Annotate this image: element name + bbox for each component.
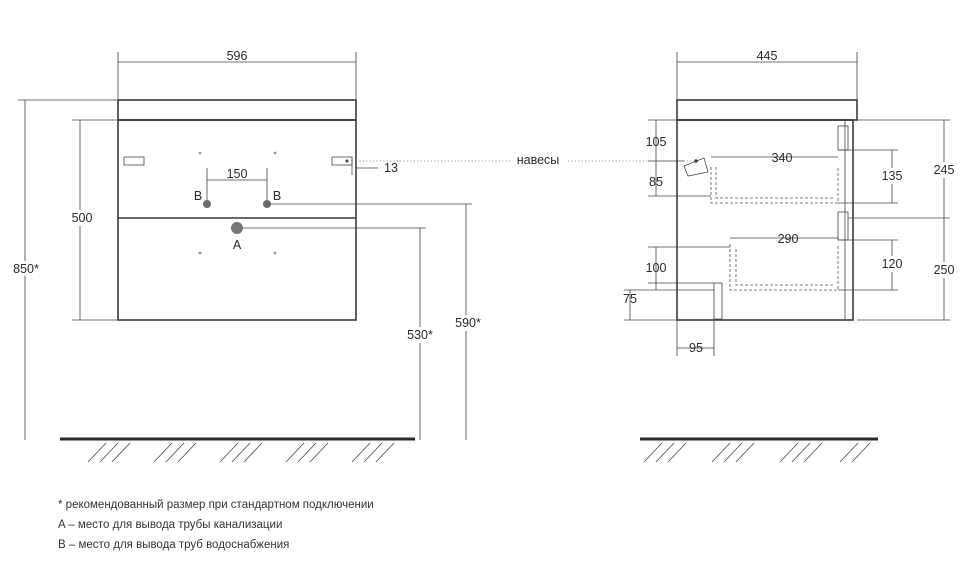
hinge-left-icon <box>123 156 145 166</box>
legend-note-asterisk: * рекомендованный размер при стандартном… <box>58 499 374 511</box>
lower-drawer-outline <box>729 244 839 291</box>
dim-100-label: 100 <box>646 261 667 275</box>
dim-body-height-label: 500 <box>72 211 93 225</box>
dim-width-label: 596 <box>227 49 248 63</box>
dim-85-label: 85 <box>649 175 663 189</box>
front-view: 596 850* 500 13 150 B B A <box>10 49 484 463</box>
side-cabinet-body <box>676 119 854 321</box>
side-view: 445 340 290 105 85 100 75 <box>623 49 960 463</box>
legend-note-a: A – место для вывода трубы канализации <box>58 519 283 531</box>
hinge-right-icon <box>331 156 353 166</box>
dim-total-height-label: 850* <box>13 262 39 276</box>
label-a: A <box>233 238 242 252</box>
dim-95-label: 95 <box>689 341 703 355</box>
front-floor-hatch <box>87 442 395 463</box>
dim-290-label: 290 <box>778 232 799 246</box>
dim-depth-label: 445 <box>757 49 778 63</box>
dim-245-label: 245 <box>934 163 955 177</box>
dim-hinge-offset-label: 13 <box>384 161 398 175</box>
dim-b-height-label: 590* <box>455 316 481 330</box>
front-countertop <box>117 99 357 121</box>
front-cabinet-body <box>117 119 357 321</box>
dim-250-label: 250 <box>934 263 955 277</box>
dim-pipe-spacing-label: 150 <box>227 167 248 181</box>
drain-outlet <box>231 222 243 234</box>
dim-135-label: 135 <box>882 169 903 183</box>
water-outlet-left <box>203 200 211 208</box>
dim-120-label: 120 <box>882 257 903 271</box>
upper-drawer-outline <box>710 167 839 204</box>
dim-a-height-label: 530* <box>407 328 433 342</box>
label-b-left: B <box>194 189 202 203</box>
dim-75-label: 75 <box>623 292 637 306</box>
dim-105-label: 105 <box>646 135 667 149</box>
label-b-right: B <box>273 189 281 203</box>
side-floor-hatch <box>643 442 871 463</box>
side-countertop <box>676 99 858 121</box>
hinge-label: навесы <box>517 153 560 167</box>
dim-340-label: 340 <box>772 151 793 165</box>
legend-note-b: B – место для вывода труб водоснабжения <box>58 539 290 551</box>
